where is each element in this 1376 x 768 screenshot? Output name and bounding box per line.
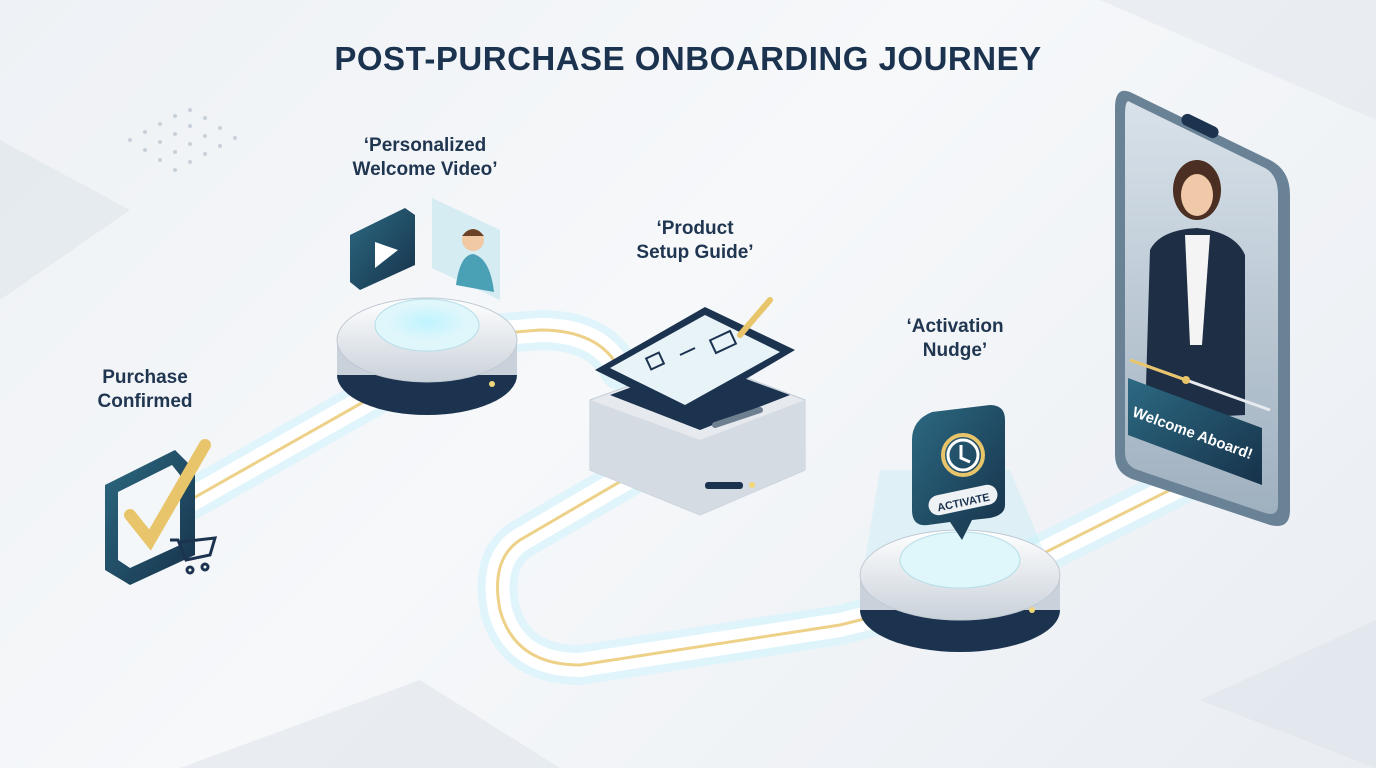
page-title: POST-PURCHASE ONBOARDING JOURNEY	[334, 40, 1042, 77]
step-label-purchase-confirmed: Purchase Confirmed	[70, 366, 220, 414]
step-label-setup-guide: ‘Product Setup Guide’	[610, 217, 780, 265]
label-line: Confirmed	[97, 391, 193, 412]
clock-notification-icon	[912, 405, 1005, 540]
label-line: Purchase	[102, 367, 188, 388]
step-label-activation-nudge: ‘Activation Nudge’	[880, 315, 1030, 363]
tablet-guide-icon	[595, 297, 795, 428]
label-line: ‘Activation	[906, 316, 1004, 337]
presenter-avatar-icon	[432, 198, 500, 300]
video-play-icon	[350, 208, 415, 290]
step-label-welcome-video: ‘Personalized Welcome Video’	[330, 134, 520, 182]
label-line: Nudge’	[922, 340, 988, 361]
welcome-video-node	[336, 297, 518, 415]
welcome-banner	[1128, 378, 1262, 485]
label-line: ‘Product	[656, 218, 734, 239]
dot-pattern	[128, 108, 237, 172]
video-progress-bar[interactable]	[1129, 358, 1271, 412]
label-line: Welcome Video’	[352, 159, 498, 180]
label-line: ‘Personalized	[363, 135, 487, 156]
presenter-video	[1145, 160, 1245, 420]
label-line: Setup Guide’	[636, 242, 754, 263]
checkbox-cart-icon	[105, 439, 218, 585]
